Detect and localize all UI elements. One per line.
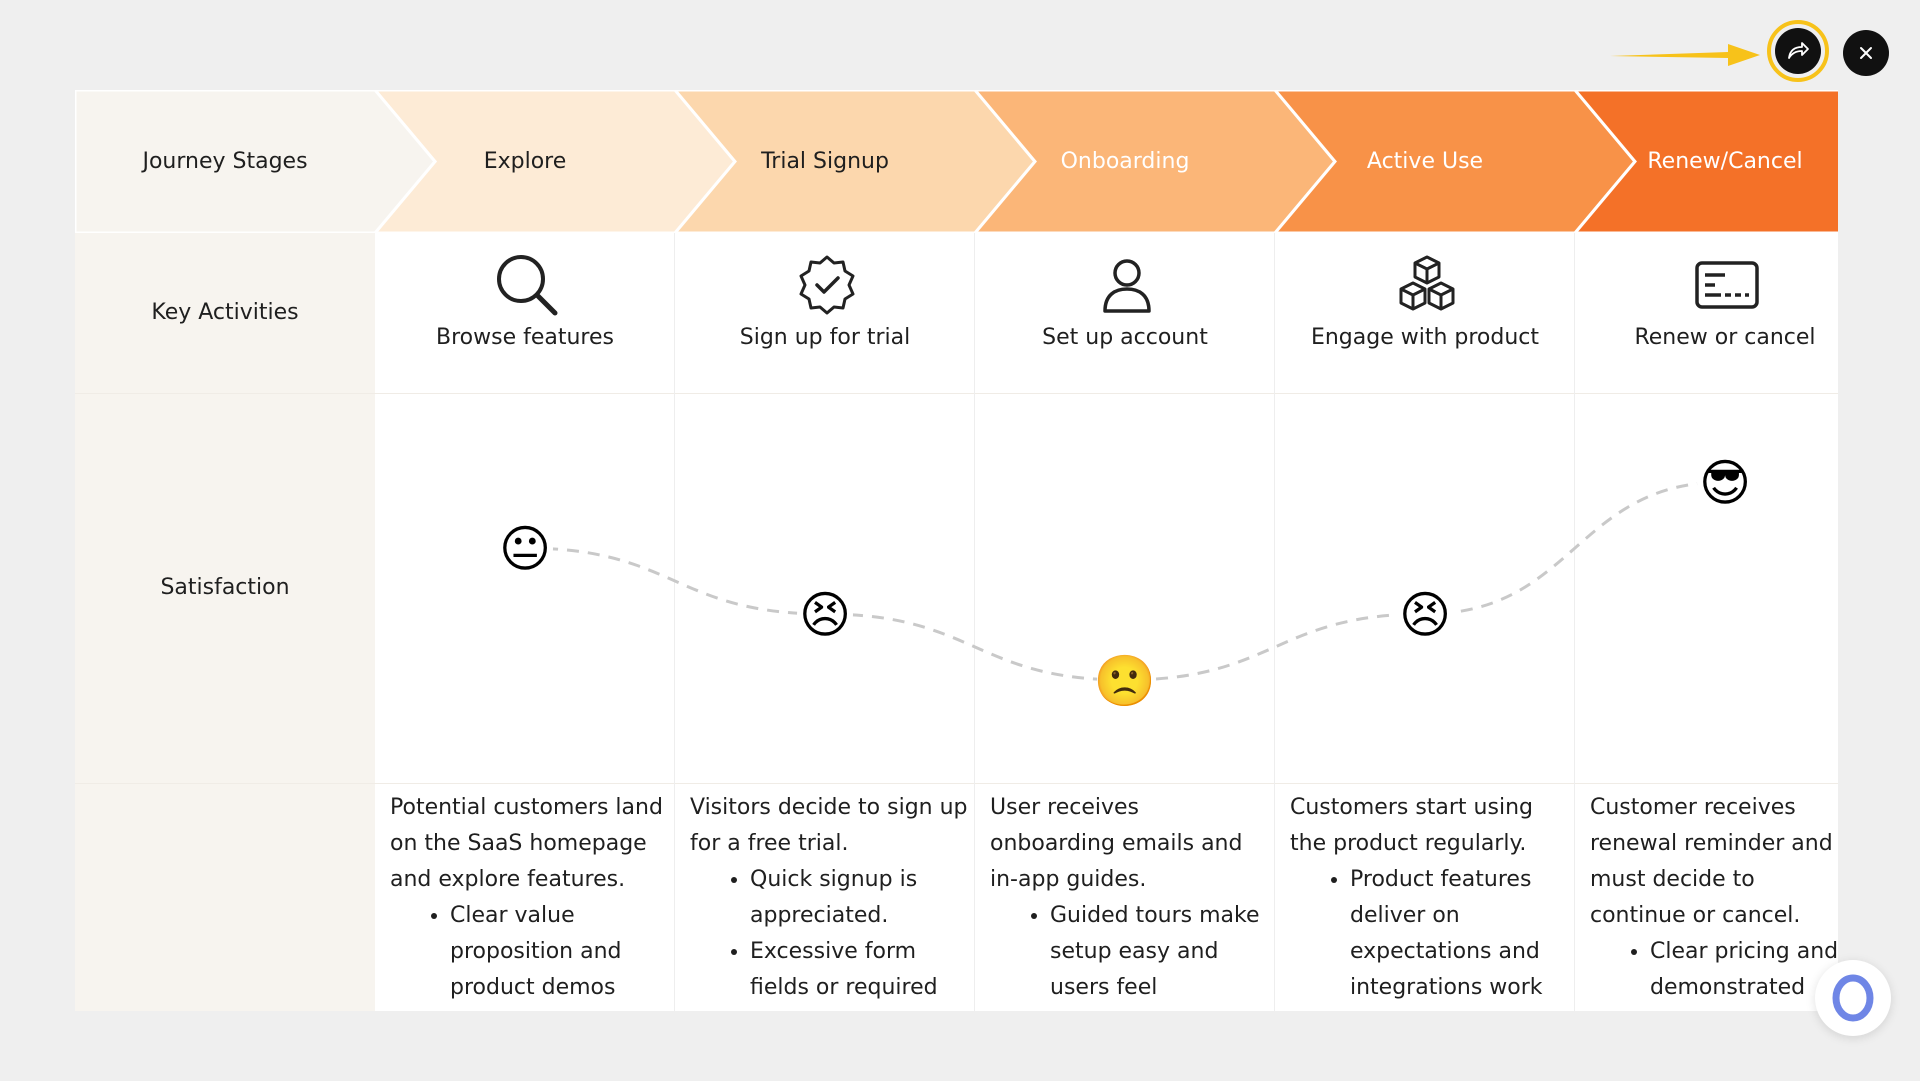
activity-active-use: Engage with product: [1275, 233, 1575, 393]
stage-chevron: [673, 90, 1037, 233]
detail-bullet: Product features deliver on expectations…: [1350, 862, 1570, 1006]
pointer-arrow-icon: [1610, 44, 1760, 66]
detail-bullet: Clear value proposition and product demo…: [450, 898, 670, 1006]
cubes-icon: [1399, 255, 1455, 311]
close-icon: [1860, 47, 1872, 59]
row-label-column: [75, 90, 375, 1011]
satisfaction-emoji-frustrated: 😣: [1399, 586, 1451, 644]
satisfaction-line: [524, 480, 1726, 682]
detail-bullet: Guided tours make setup easy and users f…: [1050, 898, 1270, 1011]
stage-trial-signup: Trial Signup: [761, 149, 889, 174]
activity-label: Engage with product: [1310, 325, 1540, 350]
search-icon: [497, 255, 558, 316]
stages-band: [75, 90, 1838, 233]
emoji-backdrop: [1697, 454, 1753, 510]
detail-bullet: Quick signup is appreciated.: [750, 862, 970, 934]
verified-badge-icon: [799, 255, 855, 315]
activity-trial-signup: Sign up for trial: [675, 233, 975, 393]
emoji-backdrop: [1097, 652, 1153, 708]
assistant-logo-icon: [1832, 974, 1874, 1022]
satisfaction-emoji-unhappy: 🙁: [1094, 652, 1156, 710]
stage-chevron: [1273, 90, 1637, 233]
journey-map-board: Journey Stages Explore Trial Signup Onbo…: [75, 90, 1838, 1011]
stage-onboarding: Onboarding: [1060, 149, 1190, 174]
emoji-backdrop: [497, 520, 553, 576]
detail-bullet: Clear pricing and demonstrated ROI: [1650, 934, 1838, 1011]
activity-label: Browse features: [436, 325, 614, 350]
card-icon: [1695, 261, 1759, 309]
emoji-backdrop: [1397, 586, 1453, 642]
emoji-backdrop: [797, 586, 853, 642]
detail-intro: User receives onboarding emails and in-a…: [990, 795, 1243, 892]
activity-label: Renew or cancel: [1634, 325, 1816, 350]
row-label-journey-stages: Journey Stages: [142, 149, 308, 174]
satisfaction-emoji-delighted: 😎: [1699, 454, 1751, 512]
activity-explore: Browse features: [375, 233, 675, 393]
detail-onboarding: User receives onboarding emails and in-a…: [990, 790, 1270, 1011]
activity-label: Set up account: [1042, 325, 1208, 350]
user-icon: [1103, 259, 1151, 313]
detail-bullet: Excessive form fields or required: [750, 934, 970, 1006]
share-arrow-icon: [1788, 42, 1809, 59]
stage-explore: Explore: [483, 149, 567, 174]
detail-intro: Customers start using the product regula…: [1290, 795, 1533, 856]
stage-renew-cancel: Renew/Cancel: [1647, 149, 1803, 174]
satisfaction-emoji-neutral: 😐: [499, 520, 551, 578]
row-divider: [75, 783, 1838, 784]
row-label-satisfaction: Satisfaction: [160, 575, 290, 600]
assistant-button[interactable]: [1815, 960, 1891, 1036]
detail-renew-cancel: Customer receives renewal reminder and m…: [1590, 790, 1838, 1011]
satisfaction-emoji-frustrated: 😣: [799, 586, 851, 644]
stage-chevron: [1573, 90, 1838, 233]
detail-intro: Visitors decide to sign up for a free tr…: [690, 795, 968, 856]
stage-active-use: Active Use: [1366, 149, 1484, 174]
row-label-key-activities: Key Activities: [151, 300, 299, 325]
share-button-highlight: [1767, 20, 1829, 82]
row-label-details: [75, 783, 375, 1011]
activity-label: Sign up for trial: [739, 325, 911, 350]
stage-chevron: [973, 90, 1337, 233]
stages-label-chevron: [75, 90, 437, 233]
detail-explore: Potential customers land on the SaaS hom…: [390, 790, 670, 1006]
activity-renew-cancel: Renew or cancel: [1575, 233, 1838, 393]
detail-intro: Customer receives renewal reminder and m…: [1590, 795, 1833, 928]
detail-intro: Potential customers land on the SaaS hom…: [390, 795, 663, 892]
row-divider: [75, 393, 1838, 394]
detail-active-use: Customers start using the product regula…: [1290, 790, 1570, 1006]
activity-onboarding: Set up account: [975, 233, 1275, 393]
close-button[interactable]: [1843, 30, 1889, 76]
detail-trial-signup: Visitors decide to sign up for a free tr…: [690, 790, 970, 1006]
share-button[interactable]: [1775, 28, 1821, 74]
